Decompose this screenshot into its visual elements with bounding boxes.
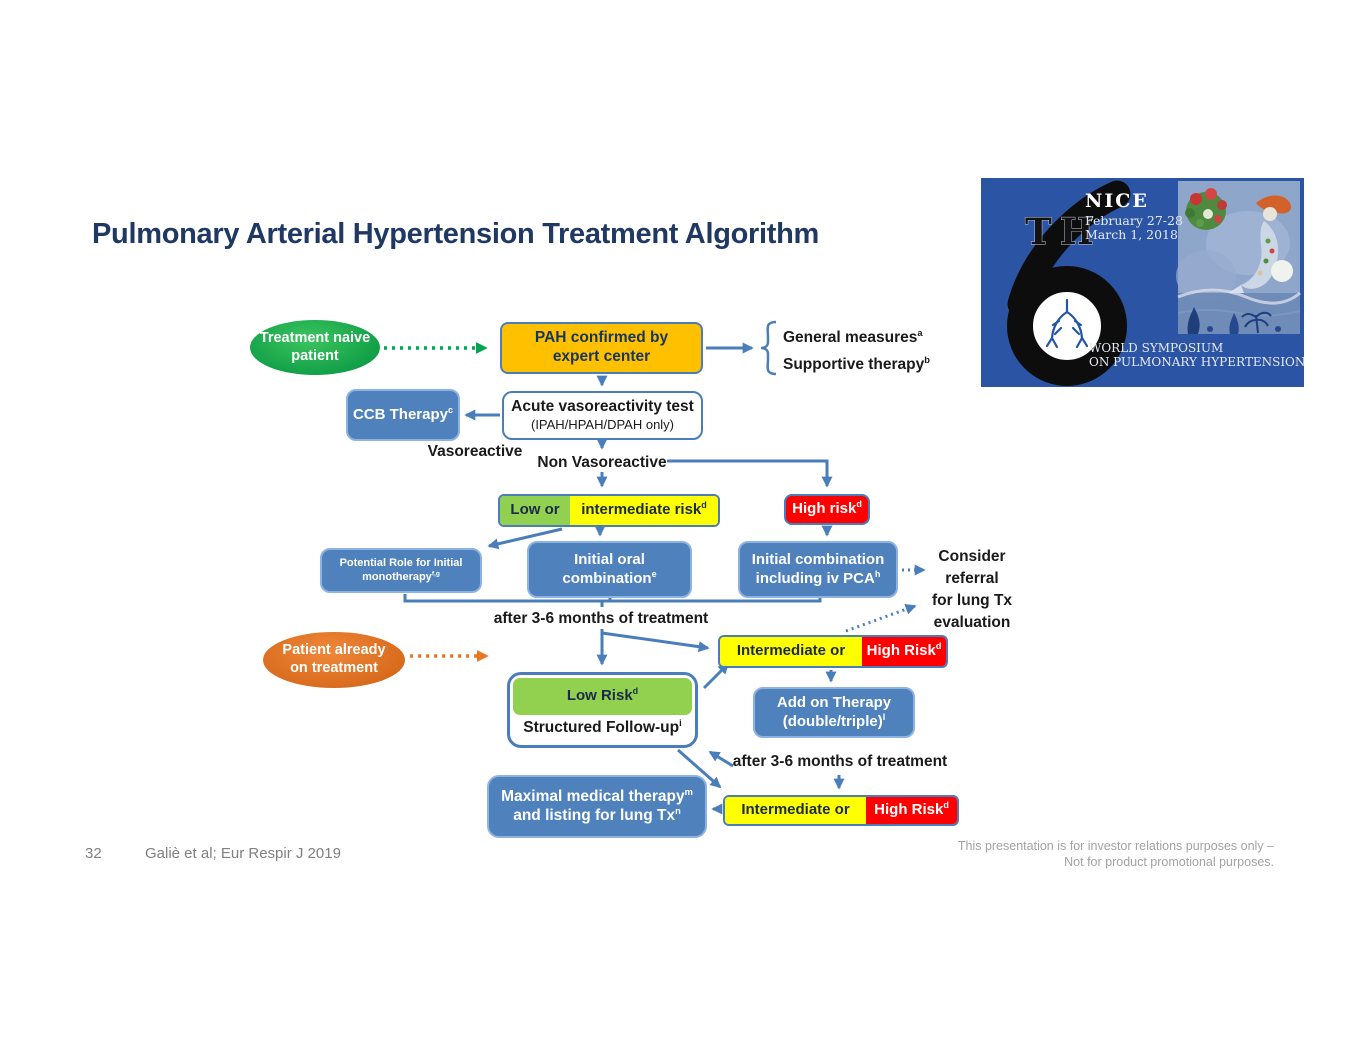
numeral-suffix: TH	[1025, 211, 1102, 253]
org-line2: ON PULMONARY HYPERTENSION	[1089, 355, 1304, 369]
maximal-therapy-box: Maximal medical therapym and listing for…	[487, 775, 707, 838]
treatment-naive-ellipse: Treatment naive patient	[250, 320, 380, 375]
pah-line1: PAH confirmed by	[534, 329, 669, 347]
general-measures-sup: a	[917, 327, 923, 338]
disclaimer: This presentation is for investor relati…	[958, 838, 1274, 870]
high-risk-segment-2: High Riskd	[866, 797, 957, 824]
initial-combination-pca-box: Initial combination including iv PCAh	[738, 541, 898, 598]
lungs-icon	[1045, 298, 1089, 349]
maximal-line2: and listing for lung Txn	[513, 805, 681, 824]
arrow-to-intermediate1	[601, 631, 710, 653]
intermediate-risk-segment: intermediate riskd	[570, 496, 718, 525]
potential-line1: Potential Role for Initial	[339, 557, 463, 570]
patient-already-ellipse: Patient already on treatment	[263, 632, 405, 688]
potential-line2: monotherapyf,g	[362, 569, 440, 583]
numeral-6-shape: TH	[1007, 180, 1131, 386]
citation: Galiè et al; Eur Respir J 2019	[145, 845, 341, 862]
logo-graphic: TH NICE February 27-28 March 1, 2018 WOR…	[981, 178, 1305, 387]
initial-oral-combination-box: Initial oral combinatione	[527, 541, 692, 598]
low-intermediate-risk-box: Low or intermediate riskd	[498, 494, 720, 527]
consider-referral-label: Consider referral for lung Tx evaluation	[931, 548, 1013, 631]
initial-oral-line1: Initial oral	[574, 551, 645, 569]
intermediate-high-risk-box-2: Intermediate or High Riskd	[723, 795, 959, 826]
maximal-line1: Maximal medical therapym	[501, 786, 693, 805]
low-risk-followup-box: Low Riskd Structured Follow-upi	[507, 672, 698, 748]
date-line2: March 1, 2018	[1085, 227, 1178, 242]
pah-confirmed-box: PAH confirmed by expert center	[500, 322, 703, 374]
ccb-therapy-box: CCB Therapyc	[346, 389, 460, 441]
potential-monotherapy-box: Potential Role for Initial monotherapyf,…	[320, 548, 482, 593]
nice-label: NICE	[1085, 190, 1149, 212]
acute-line1: Acute vasoreactivity test	[511, 398, 694, 416]
arrow-int1-to-lungtx	[845, 604, 917, 633]
supportive-therapy-label: Supportive therapyb	[783, 354, 930, 373]
low-or-segment: Low or	[500, 496, 570, 525]
intermediate-or-segment-2: Intermediate or	[725, 797, 866, 824]
supportive-therapy-sup: b	[924, 354, 930, 365]
naive-line1: Treatment naive	[259, 329, 371, 346]
org-line1: WORLD SYMPOSIUM	[1089, 341, 1223, 355]
structured-followup-segment: Structured Follow-upi	[523, 717, 682, 737]
acute-vasoreactivity-box: Acute vasoreactivity test (IPAH/HPAH/DPA…	[502, 391, 703, 440]
addon-line1: Add on Therapy	[776, 694, 892, 712]
already-line1: Patient already	[282, 642, 386, 659]
vasoreactive-label: Vasoreactive	[427, 443, 523, 460]
date-line1: February 27-28	[1085, 213, 1183, 228]
ccb-label: CCB Therapyc	[352, 404, 454, 423]
high-risk-box: High riskd	[784, 494, 870, 525]
initial-comb-line1: Initial combination	[751, 551, 885, 569]
bracket-measures	[760, 320, 777, 376]
high-risk-segment-1: High Riskd	[862, 637, 946, 666]
already-line2: on treatment	[290, 660, 378, 676]
pah-line2: expert center	[552, 348, 651, 365]
intermediate-high-risk-box-1: Intermediate or High Riskd	[718, 635, 948, 668]
low-risk-segment: Low Riskd	[513, 678, 692, 715]
disclaimer-line2: Not for product promotional purposes.	[1064, 855, 1274, 869]
page-number: 32	[85, 845, 102, 862]
arrow-nonvaso-to-highrisk	[667, 459, 833, 488]
non-vasoreactive-label: Non Vasoreactive	[537, 454, 667, 471]
addon-line2: (double/triple)l	[782, 711, 886, 730]
intermediate-or-segment-1: Intermediate or	[720, 637, 862, 666]
add-on-therapy-box: Add on Therapy (double/triple)l	[753, 687, 915, 738]
page-title: Pulmonary Arterial Hypertension Treatmen…	[92, 218, 820, 250]
after-3-6-months-label-1: after 3-6 months of treatment	[493, 610, 709, 627]
naive-line2: patient	[291, 347, 339, 364]
acute-line2: (IPAH/HPAH/DPAH only)	[530, 417, 675, 433]
initial-oral-line2: combinatione	[562, 568, 657, 587]
chagall-painting	[1176, 181, 1301, 334]
world-symposium-logo: TH NICE February 27-28 March 1, 2018 WOR…	[981, 178, 1305, 387]
disclaimer-line1: This presentation is for investor relati…	[957, 839, 1274, 853]
general-measures-label: General measuresa	[783, 327, 923, 346]
initial-comb-line2: including iv PCAh	[755, 568, 881, 587]
after-3-6-months-label-2: after 3-6 months of treatment	[732, 753, 948, 770]
